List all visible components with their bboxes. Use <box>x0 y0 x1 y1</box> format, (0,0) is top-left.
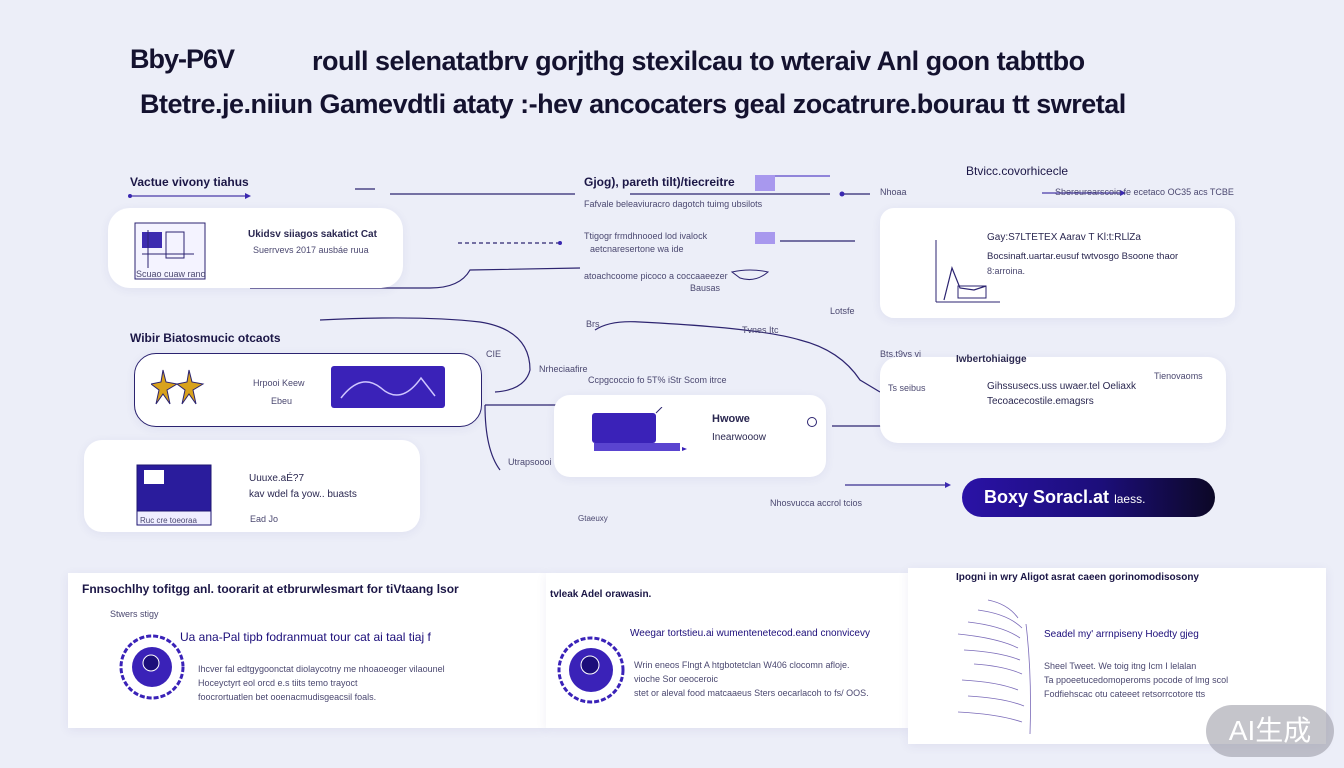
line-chart-icon <box>935 240 1000 303</box>
panel-line: foocrortuatlen bet ooenacmudisgeacsil fo… <box>198 692 377 702</box>
bottom-panel-1: Fnnsochlhy tofitgg anl. toorarit at etbr… <box>68 573 546 728</box>
panel-line: stet or aleval food matcaaeus Sters oeca… <box>634 688 869 698</box>
panel-heading: Ua ana-Pal tipb fodranmuat tour cat ai t… <box>180 630 431 644</box>
diagram-small-label: Gtaeuxy <box>578 514 608 523</box>
card-text: Tecoacecostile.emagsrs <box>987 396 1094 407</box>
cta-label: Boxy Soracl.at <box>984 487 1110 507</box>
panel-heading: Seadel my' arrnpiseny Hoedty gjeg <box>1044 629 1199 640</box>
diagram-item: atoachcoome picoco a coccaaeezer <box>584 271 728 281</box>
cta-button[interactable]: Boxy Soracl.at laess. <box>962 478 1215 517</box>
ai-watermark: AI生成 <box>1206 705 1334 757</box>
headline-line-1: roull selenatatbrv gorjthg stexilcau to … <box>312 46 1085 76</box>
diagram-node-title: Btvicc.covorhicecle <box>966 164 1069 178</box>
window-thumbnail-icon <box>136 464 212 526</box>
brand-logo: Bby-P6V <box>130 44 235 74</box>
card-title: Gay:S7LTETEX Aarav T Kl:t:RLlZa <box>987 232 1141 243</box>
diagram-small-label: Tvnes Itc <box>742 325 779 335</box>
section-label: Vactue vivony tiahus <box>130 175 249 189</box>
panel-subtitle: Stwers stigy <box>110 609 159 619</box>
right-node-card-2[interactable]: Iwbertohiaigge Ts seibus Gihssusecs.uss … <box>880 354 1226 443</box>
diagram-node-title: Gjog), pareth tilt)/tiecreitre <box>584 175 735 189</box>
panel-title: Fnnsochlhy tofitgg anl. toorarit at etbr… <box>82 582 459 596</box>
image-caption: Ruc cre toeoraa <box>140 516 197 525</box>
diagram-small-label: Sbereurearscoio fe ecetaco OC35 acs TCBE <box>1055 187 1234 197</box>
panel-line: Ihcver fal edtgygoonctat diolaycotny me … <box>198 664 445 674</box>
panel-line: Wrin eneos Flngt A htgbotetclan W406 clo… <box>634 660 850 670</box>
diagram-small-label: Nrheciaafire <box>539 364 588 374</box>
diagram-item: Bausas <box>690 283 721 293</box>
center-node-card[interactable]: Hwowe Inearwooow <box>554 395 826 477</box>
panel-heading: Weegar tortstieu.ai wumentenetecod.eand … <box>630 628 870 639</box>
card-side-label: Ts seibus <box>888 383 926 393</box>
diagram-item: aetcnaresertone wa ide <box>590 244 684 254</box>
diagram-node-subtitle: Fafvale beleaviuracro dagotch tuimg ubsi… <box>584 199 763 209</box>
card-title: Uuuxe.aÉ?7 <box>249 473 305 484</box>
right-node-card-1[interactable]: Gay:S7LTETEX Aarav T Kl:t:RLlZa Bocsinaf… <box>880 208 1235 318</box>
diagram-small-label: Ccpgcoccio fo 5T% iStr Scom itrce <box>588 375 727 385</box>
profile-badge-icon <box>119 634 185 700</box>
diagram-item: Ttigogr frmdhnooed lod ivalock <box>584 231 708 241</box>
chart-thumbnail-icon <box>134 222 206 280</box>
cta-sublabel: laess. <box>1114 492 1146 506</box>
card-text: kav wdel fa yow.. buasts <box>249 489 357 500</box>
info-card-1[interactable]: Ukidsv siiagos sakatict Cat Suerrvevs 20… <box>108 208 403 288</box>
card-caption: Ebeu <box>271 396 293 406</box>
info-card-2[interactable]: Hrpooi Keew Ebeu <box>134 353 482 427</box>
card-subtext: 8:arroina. <box>987 266 1026 276</box>
panel-line: vioche Sor oeoceroic <box>634 674 719 684</box>
card-caption: Scuao cuaw rano <box>136 269 206 279</box>
card-caption: Hrpooi Keew <box>253 378 305 388</box>
device-icon <box>592 407 687 451</box>
panel-title: Ipogni in wry Aligot asrat caeen gorinom… <box>956 572 1199 583</box>
feather-lines-icon <box>957 599 1031 735</box>
headline-line-2: Btetre.je.niiun Gamevdtli ataty :-hev an… <box>140 89 1126 119</box>
card-side-label: Tienovaoms <box>1154 371 1203 381</box>
info-card-3[interactable]: Ruc cre toeoraa Uuuxe.aÉ?7 kav wdel fa y… <box>84 440 420 532</box>
diagram-small-label: Bts.t9vs vi <box>880 349 922 359</box>
profile-badge-icon <box>557 636 625 704</box>
diagram-small-label: Brs <box>586 319 600 329</box>
card-text: Suerrvevs 2017 ausbáe ruua <box>253 245 369 255</box>
card-text: Gihssusecs.uss uwaer.tel Oeliaxk <box>987 381 1136 392</box>
section-label: Wibir Biatosmucic otcaots <box>130 331 281 345</box>
diagram-small-label: Lotsfe <box>830 306 855 316</box>
card-caption: Ead Jo <box>250 514 279 524</box>
waveform-icon <box>331 366 445 408</box>
diagram-small-label: Nhoaa <box>880 187 907 197</box>
panel-line: Hoceyctyrt eol orcd e.s tiits temo trayo… <box>198 678 358 688</box>
card-title: Iwbertohiaigge <box>956 354 1027 365</box>
diagram-small-label: Nhosvucca accrol tcios <box>770 498 863 508</box>
status-dot-icon <box>807 417 817 427</box>
star-figures-icon <box>151 369 205 405</box>
panel-title: tvleak Adel orawasin. <box>550 589 652 600</box>
panel-line: Sheel Tweet. We toig itng Icm I lelalan <box>1044 661 1197 671</box>
card-text: Bocsinaft.uartar.eusuf twtvosgo Bsoone t… <box>987 251 1179 262</box>
card-title: Hwowe <box>712 413 750 425</box>
bottom-panel-2: tvleak Adel orawasin. Weegar tortstieu.a… <box>546 573 908 728</box>
panel-line: Fodfiehscac otu cateeet retsorrcotore tt… <box>1044 689 1206 699</box>
diagram-small-label: CIE <box>486 349 502 359</box>
diagram-small-label: Utrapsoooi <box>508 457 552 467</box>
card-text: Inearwooow <box>712 432 766 443</box>
panel-line: Ta ppoeetucedomoperoms pocode of lmg sco… <box>1044 675 1229 685</box>
card-title: Ukidsv siiagos sakatict Cat <box>248 229 377 240</box>
